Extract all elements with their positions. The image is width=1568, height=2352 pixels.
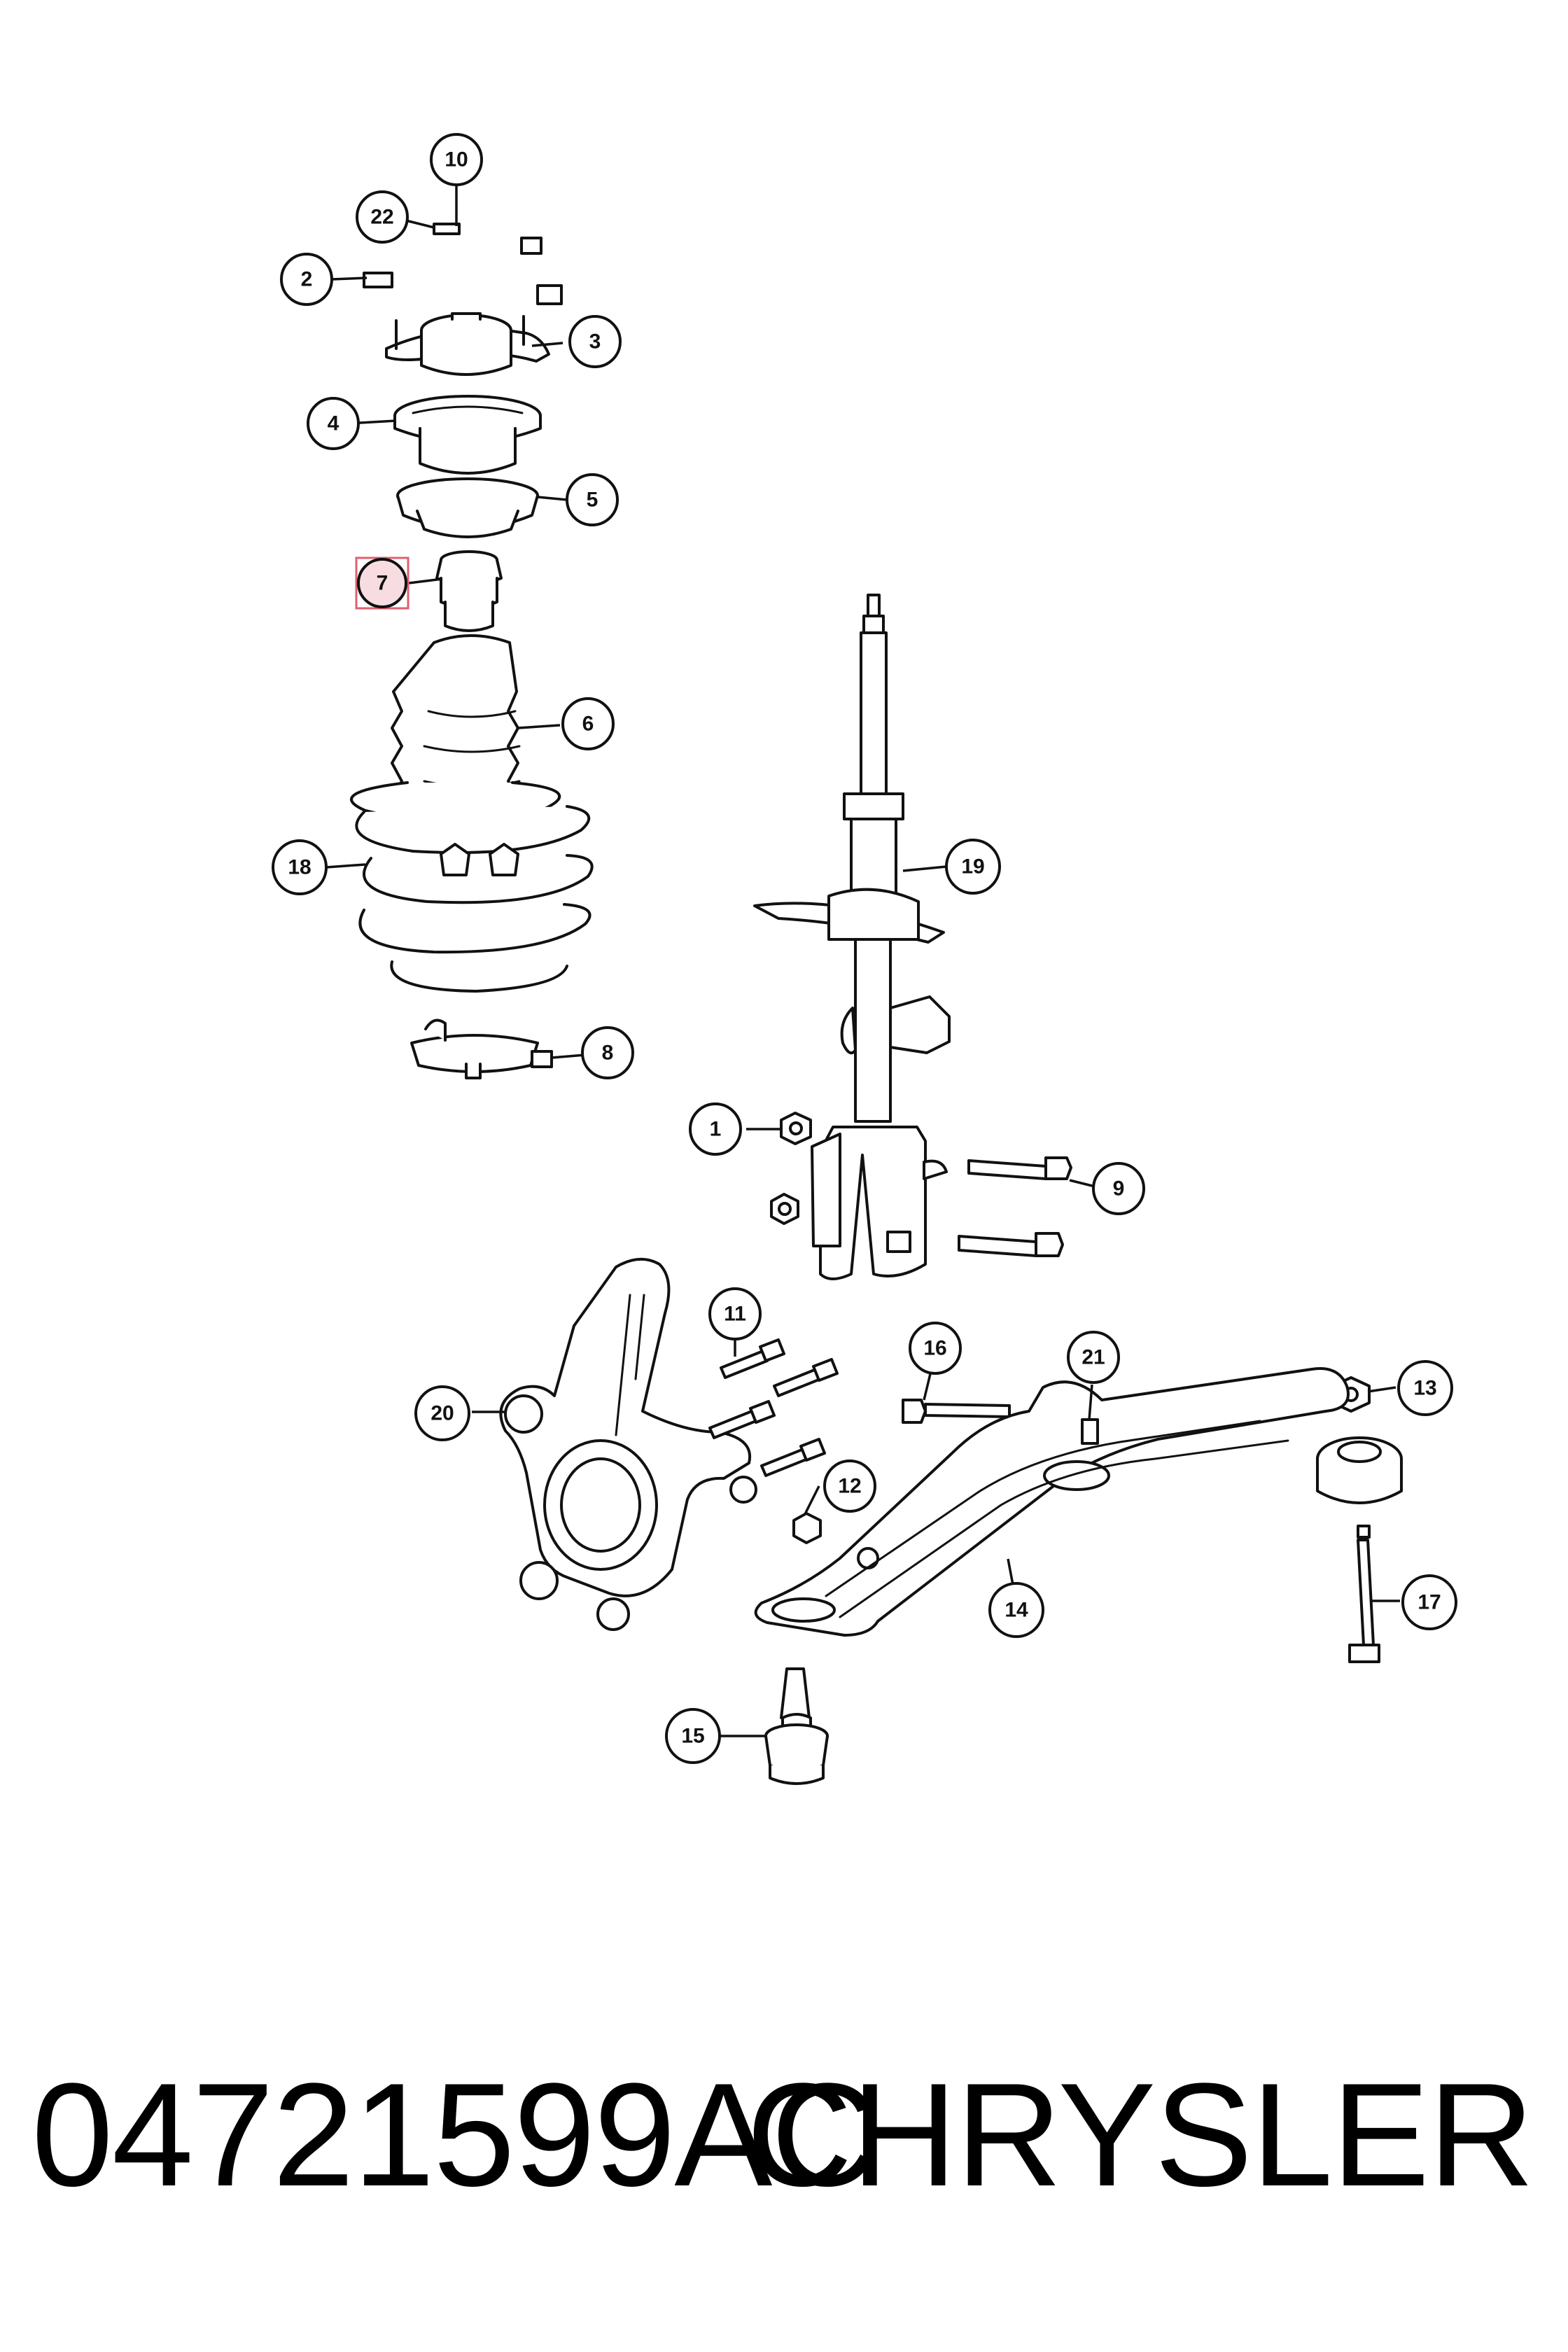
lower-spring-isolator xyxy=(410,1018,553,1079)
control-arm-bolt xyxy=(902,1399,1011,1424)
callout-20: 20 xyxy=(414,1385,470,1441)
svg-text:2: 2 xyxy=(301,268,313,291)
svg-text:4: 4 xyxy=(328,412,340,435)
svg-text:1: 1 xyxy=(710,1118,722,1141)
dust-boot xyxy=(391,634,521,818)
strut-assembly xyxy=(753,594,951,1280)
callout-14: 14 xyxy=(988,1582,1044,1638)
svg-text:10: 10 xyxy=(444,148,468,172)
jounce-bumper xyxy=(435,550,503,632)
svg-text:5: 5 xyxy=(587,489,598,512)
callout-22: 22 xyxy=(356,190,409,244)
part-number: 04721599AC xyxy=(31,2052,877,2217)
svg-text:16: 16 xyxy=(923,1337,946,1360)
footer: 04721599AC CHRYSLER xyxy=(0,2044,1568,2226)
svg-text:19: 19 xyxy=(961,855,984,878)
callout-9: 9 xyxy=(1092,1162,1145,1215)
svg-text:15: 15 xyxy=(681,1725,704,1748)
callout-2: 2 xyxy=(280,253,333,306)
callout-5: 5 xyxy=(566,473,619,526)
coil-spring xyxy=(350,781,594,993)
callout-12: 12 xyxy=(823,1460,876,1513)
svg-text:3: 3 xyxy=(589,330,601,354)
callout-18: 18 xyxy=(272,839,328,895)
strut-bearing xyxy=(393,395,542,475)
ball-joint-nut xyxy=(792,1512,822,1544)
bushing-bolt xyxy=(1348,1525,1380,1663)
svg-text:8: 8 xyxy=(602,1042,614,1065)
svg-text:9: 9 xyxy=(1113,1177,1125,1200)
brand-name: CHRYSLER xyxy=(746,2052,1534,2217)
svg-text:17: 17 xyxy=(1418,1591,1441,1614)
upper-mount-nuts xyxy=(363,223,563,305)
knuckle-nuts xyxy=(770,1112,812,1225)
svg-text:13: 13 xyxy=(1413,1377,1436,1400)
lower-control-arm xyxy=(754,1367,1350,1637)
callout-3: 3 xyxy=(568,315,622,368)
svg-text:18: 18 xyxy=(288,856,311,879)
callout-21: 21 xyxy=(1067,1331,1120,1384)
callout-13: 13 xyxy=(1397,1360,1453,1416)
callout-8: 8 xyxy=(581,1026,634,1079)
callout-10: 10 xyxy=(430,133,483,186)
callout-1: 1 xyxy=(689,1102,742,1156)
upper-spring-seat xyxy=(396,477,539,538)
callout-15: 15 xyxy=(665,1708,721,1764)
upper-strut-mount xyxy=(385,312,550,376)
svg-text:22: 22 xyxy=(370,206,393,229)
svg-text:14: 14 xyxy=(1004,1599,1028,1622)
svg-text:6: 6 xyxy=(582,713,594,736)
steering-knuckle xyxy=(499,1257,757,1631)
callout-7[interactable]: 7 xyxy=(357,558,407,608)
callout-4: 4 xyxy=(307,397,360,450)
callout-17: 17 xyxy=(1401,1574,1457,1630)
callout-6: 6 xyxy=(561,697,615,750)
knuckle-bolts xyxy=(708,1338,839,1477)
svg-text:11: 11 xyxy=(724,1303,746,1326)
callout-19: 19 xyxy=(945,839,1001,895)
svg-text:7: 7 xyxy=(377,572,388,595)
strut-bolts xyxy=(958,1156,1072,1257)
control-arm-bushing xyxy=(1316,1436,1403,1504)
svg-text:21: 21 xyxy=(1082,1346,1105,1369)
callout-11: 11 xyxy=(708,1287,762,1340)
ball-joint xyxy=(764,1667,829,1785)
callout-16: 16 xyxy=(909,1322,962,1375)
svg-text:12: 12 xyxy=(838,1475,861,1498)
svg-text:20: 20 xyxy=(430,1402,454,1425)
